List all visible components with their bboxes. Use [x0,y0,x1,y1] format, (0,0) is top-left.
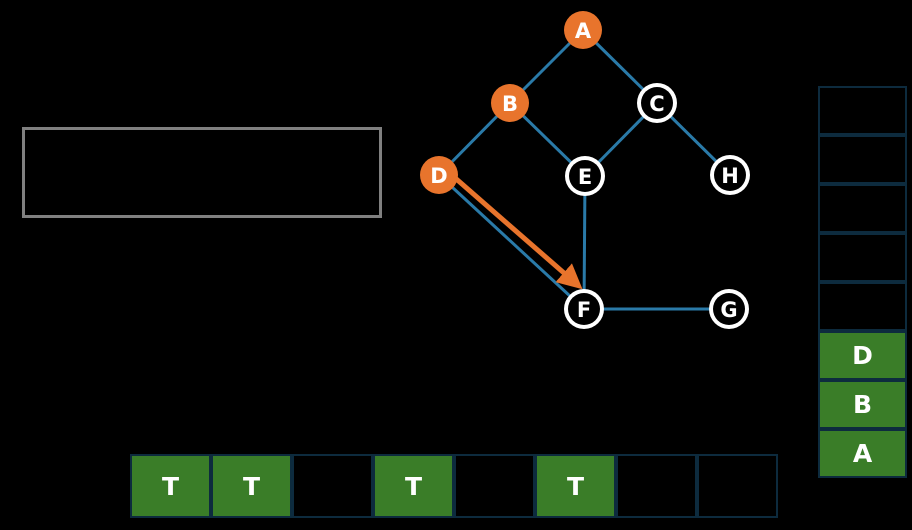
node-circle-F [568,293,600,325]
graph-node-A[interactable]: A [564,11,602,49]
node-circle-G [713,293,745,325]
graph-edge-D-F [437,173,586,311]
visited-cell-5[interactable]: T [535,454,616,518]
highlight-arrow-D-F [452,175,583,290]
graph-node-H[interactable]: H [710,155,750,195]
visited-cell-7[interactable] [697,454,778,518]
graph-node-E[interactable]: E [565,156,605,196]
node-circle-E [569,160,601,192]
visited-cell-2[interactable] [292,454,373,518]
graph-edge-E-F [582,175,587,310]
graph-node-B[interactable]: B [491,84,529,122]
stack-cell-6[interactable]: B [818,380,907,429]
node-circle-B [491,84,529,122]
graph-node-C[interactable]: C [637,83,677,123]
node-circle-A [564,11,602,49]
node-circle-H [714,159,746,191]
stack-cell-7[interactable]: A [818,429,907,478]
visited-cell-3[interactable]: T [373,454,454,518]
node-circle-C [641,87,673,119]
graph-node-G[interactable]: G [709,289,749,329]
node-circle-D [420,156,458,194]
visited-cell-4[interactable] [454,454,535,518]
stack-cell-2[interactable] [818,184,907,233]
visited-cell-6[interactable] [616,454,697,518]
stack-cell-5[interactable]: D [818,331,907,380]
visited-cell-1[interactable]: T [211,454,292,518]
visited-cell-0[interactable]: T [130,454,211,518]
stack-cell-1[interactable] [818,135,907,184]
graph-node-F[interactable]: F [564,289,604,329]
stack-cell-4[interactable] [818,282,907,331]
stack-cell-3[interactable] [818,233,907,282]
graph-node-D[interactable]: D [420,156,458,194]
info-panel [22,127,382,218]
traversal-arrow [452,175,583,290]
stack-cell-0[interactable] [818,86,907,135]
